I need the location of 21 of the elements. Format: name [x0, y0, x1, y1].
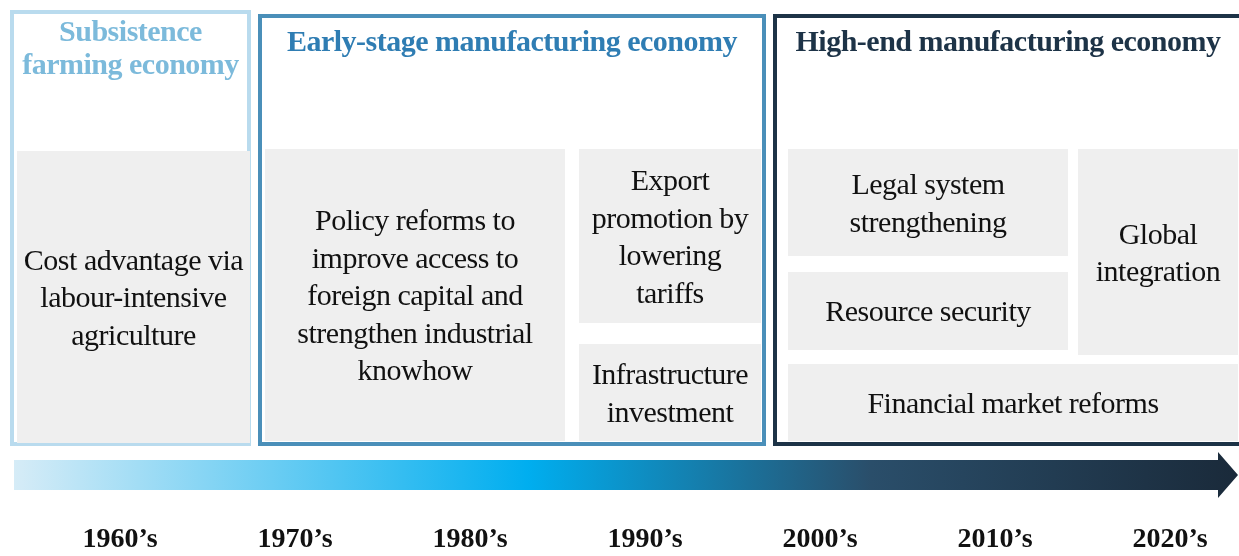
decade-label: 1960’s — [81, 522, 159, 554]
factor-box: Export promotion by lowering tariffs — [579, 149, 761, 323]
stage-panel — [258, 14, 766, 446]
decade-label: 2010’s — [956, 522, 1034, 554]
stage-panel — [773, 14, 1239, 446]
factor-box: Resource security — [788, 272, 1068, 350]
decade-label: 2020’s — [1131, 522, 1209, 554]
decade-label: 1980’s — [431, 522, 509, 554]
stage-title: High-end manufacturing economy — [794, 24, 1222, 57]
stage-title: Early-stage manufacturing economy — [285, 24, 739, 57]
factor-box: Global integration — [1078, 149, 1238, 355]
factor-box: Legal system strengthening — [788, 149, 1068, 256]
factor-box: Policy reforms to improve access to foreign capital and strengthen industrial knowhow — [265, 149, 565, 441]
factor-box: Cost advantage via labour-intensive agriculture — [17, 151, 250, 443]
decade-label: 1990’s — [606, 522, 684, 554]
stage-title: Subsistence farming economy — [21, 14, 240, 80]
decade-label: 2000’s — [781, 522, 859, 554]
factor-box: Infrastructure investment — [579, 344, 761, 441]
decade-label: 1970’s — [256, 522, 334, 554]
stage-panel — [10, 10, 251, 446]
factor-box: Financial market reforms — [788, 364, 1238, 441]
